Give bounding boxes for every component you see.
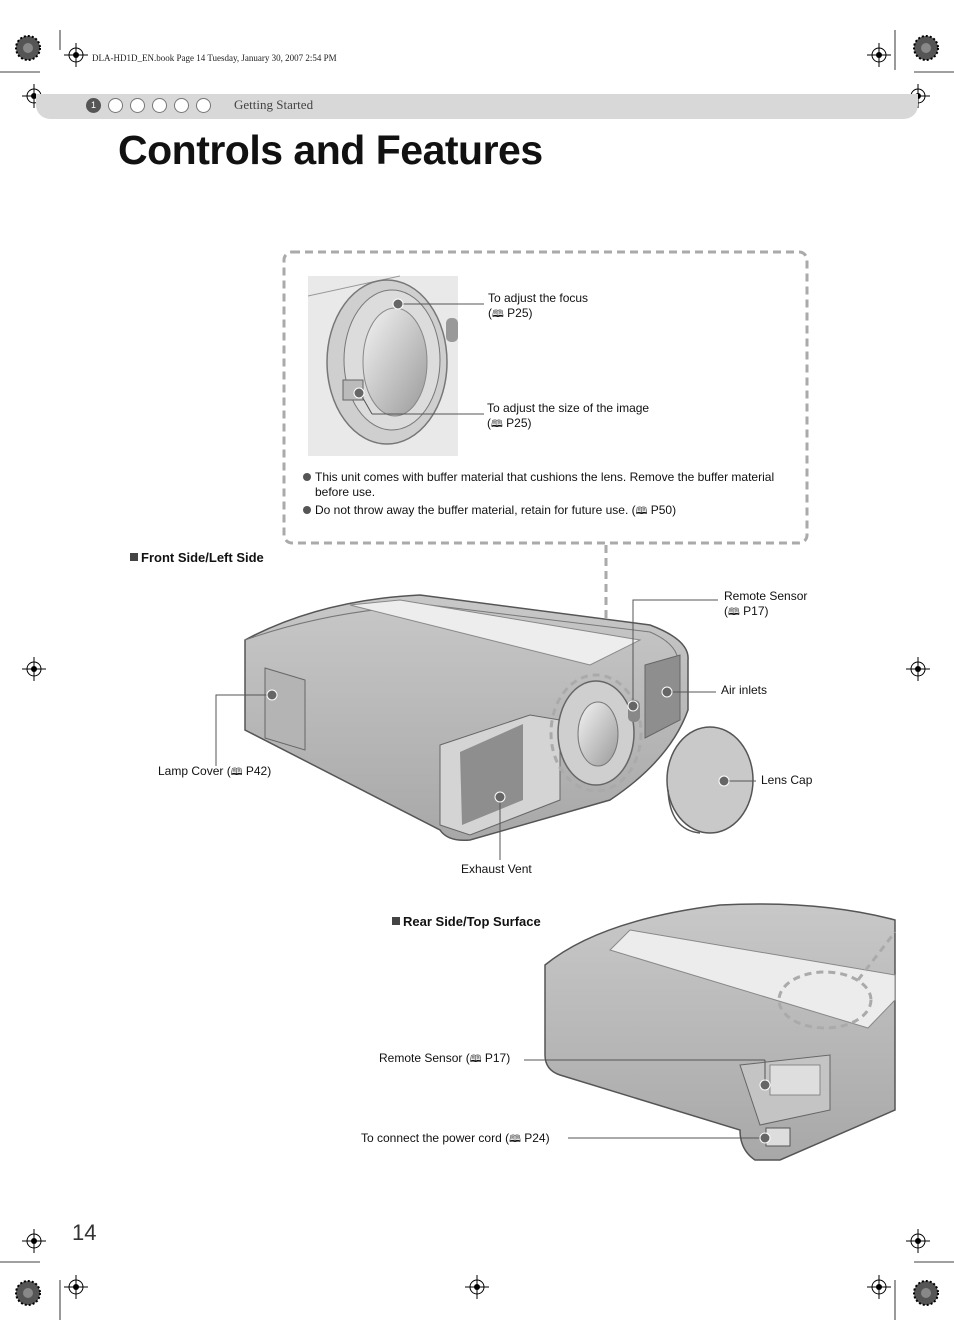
exhaust-vent-callout: Exhaust Vent: [461, 862, 532, 876]
chapter-dot: [152, 98, 167, 113]
chapter-dot: [196, 98, 211, 113]
rear-remote-sensor-callout: Remote Sensor (🕮 P17): [379, 1051, 511, 1065]
book-icon: 🕮: [492, 309, 504, 320]
chapter-indicator: 1: [86, 98, 211, 113]
page-number: 14: [72, 1220, 97, 1245]
print-info: DLA-HD1D_EN.book Page 14 Tuesday, Januar…: [92, 53, 337, 63]
registration-mark: [905, 656, 931, 682]
registration-mark: [464, 1274, 490, 1300]
lamp-cover-callout: Lamp Cover (🕮 P42): [158, 764, 272, 778]
book-icon: 🕮: [469, 1054, 482, 1065]
lens-detail-box: [282, 250, 809, 545]
bullet-icon: [303, 506, 311, 514]
page-title: Controls and Features: [118, 127, 543, 173]
note-item: Do not throw away the buffer material, r…: [303, 503, 783, 519]
registration-target: [913, 35, 939, 61]
book-icon: 🕮: [491, 419, 503, 430]
rear-side-heading: Rear Side/Top Surface: [392, 914, 541, 929]
focus-callout: To adjust the focus (🕮 P25): [488, 291, 589, 320]
front-side-heading: Front Side/Left Side: [130, 550, 264, 565]
section-label: Getting Started: [234, 97, 314, 112]
projector-rear-illustration: [544, 903, 897, 1161]
size-ref: P25: [506, 416, 528, 430]
lens-closeup-illustration: [307, 275, 458, 456]
book-icon: 🕮: [509, 1134, 521, 1145]
bullet-icon: [303, 473, 311, 481]
chapter-dot-active: 1: [86, 98, 101, 113]
book-icon: 🕮: [728, 607, 740, 618]
registration-mark: [21, 656, 47, 682]
notes-ref: P50: [650, 503, 673, 517]
registration-mark: [21, 1228, 47, 1254]
registration-mark: [63, 42, 89, 68]
square-bullet-icon: [392, 917, 400, 925]
book-icon: 🕮: [635, 506, 648, 517]
air-inlets-callout: Air inlets: [721, 683, 768, 697]
power-cord-callout: To connect the power cord (🕮 P24): [361, 1131, 550, 1145]
front-remote-sensor-callout: Remote Sensor (🕮 P17): [724, 589, 808, 618]
registration-mark: [866, 42, 892, 68]
registration-target: [15, 1280, 41, 1306]
chapter-dot: [108, 98, 123, 113]
chapter-dot: [130, 98, 145, 113]
square-bullet-icon: [130, 553, 138, 561]
book-icon: 🕮: [230, 767, 243, 778]
focus-callout-text: To adjust the focus: [488, 291, 589, 305]
note-item: This unit comes with buffer material tha…: [303, 470, 783, 500]
size-callout-text: To adjust the size of the image: [487, 401, 650, 415]
projector-front-illustration: [244, 594, 754, 842]
registration-mark: [905, 1228, 931, 1254]
chapter-dot: [174, 98, 189, 113]
crop-marks: [0, 30, 954, 1320]
lens-cap-callout: Lens Cap: [761, 773, 813, 787]
registration-mark: [866, 1274, 892, 1300]
registration-target: [913, 1280, 939, 1306]
registration-mark: [63, 1274, 89, 1300]
notes-list: This unit comes with buffer material tha…: [303, 470, 783, 522]
size-callout: To adjust the size of the image (🕮 P25): [487, 401, 650, 430]
focus-ref: P25: [507, 306, 529, 320]
registration-target: [15, 35, 41, 61]
